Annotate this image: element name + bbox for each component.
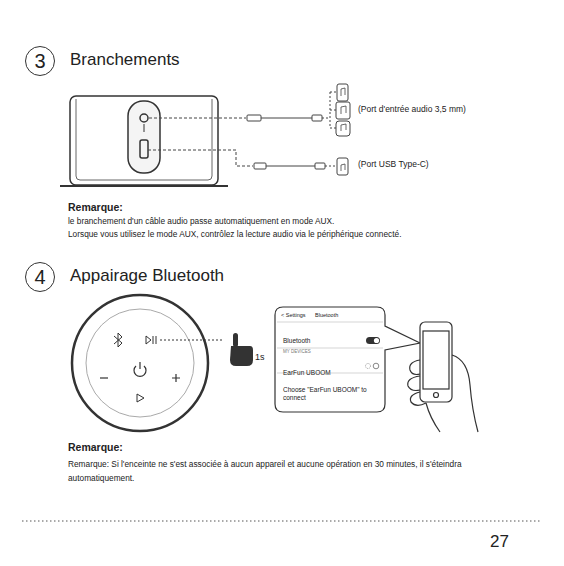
port-label: (Port d'entrée audio 3,5 mm) (358, 104, 466, 114)
press-duration: 1s (255, 352, 265, 363)
hand-press-icon (230, 333, 253, 366)
note-heading: Remarque: (68, 441, 123, 454)
footer-rule (22, 521, 542, 522)
panel-text: < Settings (281, 312, 306, 319)
panel-text: EarFun UBOOM (283, 369, 331, 377)
speaker-back (60, 96, 228, 186)
port-label: (Port USB Type-C) (358, 159, 429, 169)
section-heading: Appairage Bluetooth (70, 266, 224, 286)
settings-bubble (275, 307, 420, 412)
panel-text: Choose "EarFun UBOOM" to connect (283, 386, 373, 402)
note-text: Lorsque vous utilisez le mode AUX, contr… (68, 230, 401, 240)
aux-cable (149, 84, 350, 136)
note-text: le branchement d'un câble audio passe au… (68, 217, 334, 227)
step-number: 3 (26, 47, 54, 75)
section-heading: Branchements (70, 50, 180, 70)
usb-cable (148, 150, 348, 175)
panel-text: Bluetooth (315, 312, 338, 319)
speaker-top (72, 295, 222, 431)
phone-in-hand (408, 322, 478, 432)
panel-text: MY DEVICES (283, 349, 311, 354)
page-number: 27 (490, 532, 509, 552)
settings-panel: < SettingsBluetoothBluetoothMY DEVICESEa… (275, 307, 385, 412)
step-number-circle: 4Appairage Bluetooth (25, 262, 55, 292)
note-text: Remarque: Si l'enceinte ne s'est associé… (68, 457, 468, 485)
note-heading: Remarque: (68, 201, 123, 214)
step-number: 4 (26, 263, 54, 291)
step-number-circle: 3Branchements (25, 46, 55, 76)
panel-text: Bluetooth (283, 337, 310, 345)
